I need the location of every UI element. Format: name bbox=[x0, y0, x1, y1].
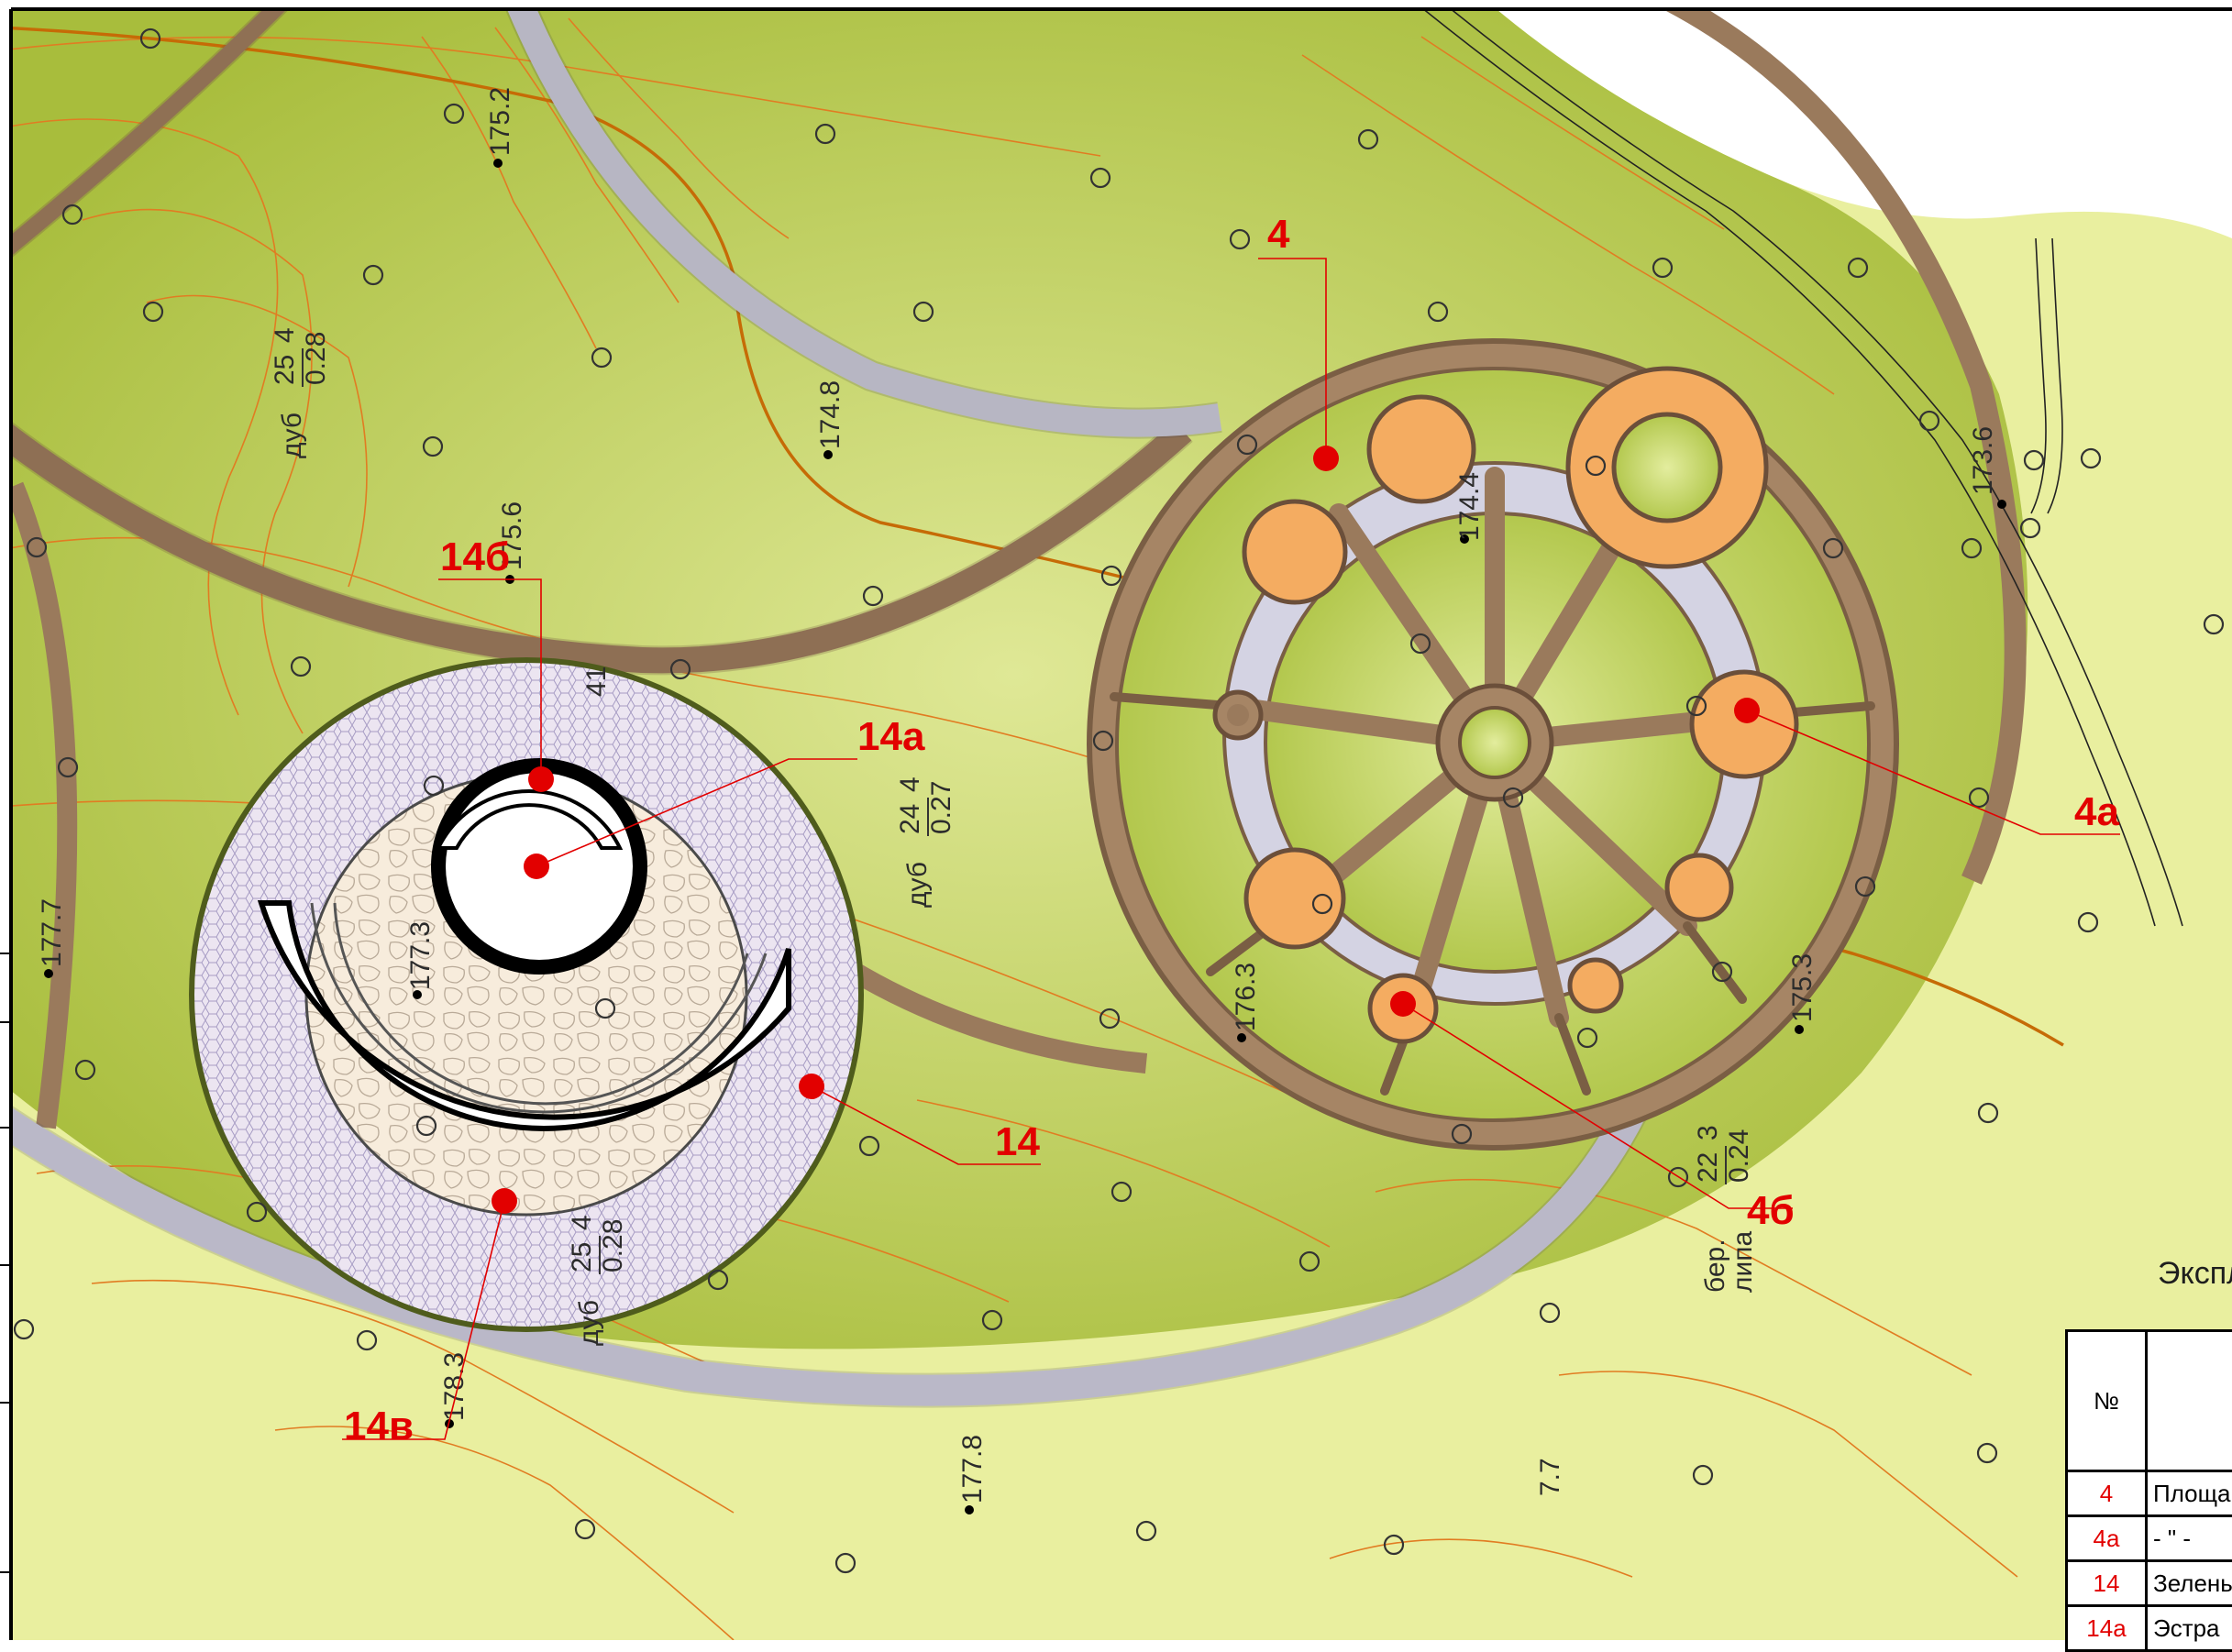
marker-14v: 14в bbox=[344, 1404, 414, 1448]
svg-text:4: 4 bbox=[270, 327, 300, 343]
elevation-label: 7.7 bbox=[1535, 1458, 1565, 1496]
elevation-label: 178.3 bbox=[439, 1352, 470, 1421]
marker-14: 14 bbox=[995, 1119, 1040, 1164]
svg-text:0.28: 0.28 bbox=[301, 332, 331, 385]
marker-4b: 4б bbox=[1747, 1188, 1795, 1233]
svg-text:0.24: 0.24 bbox=[1724, 1129, 1754, 1183]
svg-text:дуб: дуб bbox=[277, 413, 307, 458]
elevation-label: 177.3 bbox=[405, 921, 436, 990]
svg-text:дуб: дуб bbox=[902, 862, 933, 908]
svg-text:22: 22 bbox=[1693, 1152, 1723, 1183]
svg-text:липа: липа bbox=[1728, 1230, 1758, 1293]
svg-text:дуб: дуб bbox=[574, 1300, 604, 1346]
marker-14b: 14б bbox=[440, 534, 510, 579]
elevation-label: 173.6 bbox=[1968, 426, 1998, 495]
legend-row-text: - " - bbox=[2147, 1516, 2232, 1561]
legend-row-text: Площа bbox=[2147, 1471, 2232, 1516]
legend-row-num: 14 bbox=[2067, 1561, 2147, 1606]
elevation-label: 175.2 bbox=[485, 87, 515, 156]
svg-text:25: 25 bbox=[270, 355, 300, 385]
svg-text:4: 4 bbox=[895, 776, 925, 792]
svg-text:4: 4 bbox=[567, 1215, 597, 1230]
elevation-label: 177.8 bbox=[957, 1435, 988, 1503]
legend-header: № bbox=[2067, 1331, 2232, 1471]
svg-text:25: 25 bbox=[567, 1242, 597, 1272]
legend-row-num: 4а bbox=[2067, 1516, 2147, 1561]
marker-4: 4 bbox=[1267, 212, 1290, 257]
wheel-plaza bbox=[1089, 341, 1896, 1148]
legend-row-num: 14а bbox=[2067, 1606, 2147, 1651]
elevation-label: 174.4 bbox=[1454, 472, 1485, 541]
legend-row: 14а Эстра bbox=[2067, 1606, 2232, 1651]
legend-header-text bbox=[2147, 1331, 2232, 1471]
legend-title: Экспл bbox=[2158, 1256, 2232, 1292]
legend-row: 4 Площа bbox=[2067, 1471, 2232, 1516]
marker-4a: 4а bbox=[2074, 789, 2119, 834]
legend-row-text: Эстра bbox=[2147, 1606, 2232, 1651]
legend-table: № 4 Площа 4а - " - 14 Зелень 14а Эстра bbox=[2065, 1329, 2232, 1652]
marker-14a: 14а bbox=[857, 714, 925, 759]
svg-text:3: 3 bbox=[1693, 1125, 1723, 1140]
legend-row-num: 4 bbox=[2067, 1471, 2147, 1516]
svg-text:бер.: бер. bbox=[1700, 1239, 1730, 1293]
elevation-label: 176.3 bbox=[1231, 963, 1261, 1031]
elevation-label: 174.8 bbox=[815, 380, 845, 449]
stage-area bbox=[192, 660, 861, 1329]
legend-row: 4а - " - bbox=[2067, 1516, 2232, 1561]
elevation-label: 177.7 bbox=[37, 898, 67, 967]
legend-row: 14 Зелень bbox=[2067, 1561, 2232, 1606]
svg-text:24: 24 bbox=[895, 804, 925, 834]
elevation-label: 175.3 bbox=[1787, 953, 1818, 1022]
legend-row-text: Зелень bbox=[2147, 1561, 2232, 1606]
legend-header-num: № bbox=[2067, 1331, 2147, 1471]
svg-text:0.28: 0.28 bbox=[598, 1219, 628, 1272]
small-label: 41 bbox=[581, 666, 612, 697]
svg-text:0.27: 0.27 bbox=[926, 781, 956, 834]
